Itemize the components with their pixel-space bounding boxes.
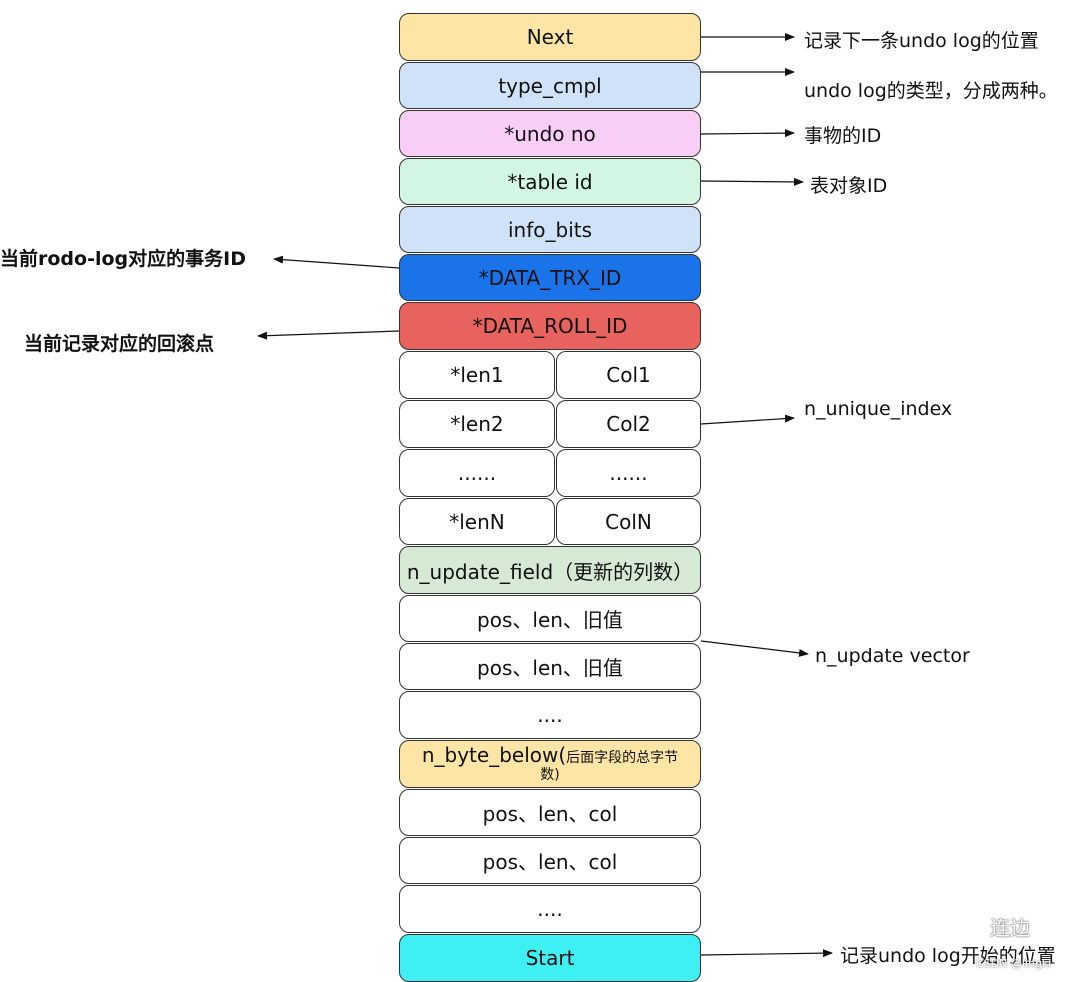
col-entry-box: pos、len、col: [399, 789, 701, 836]
info-bits-label: info_bits: [507, 217, 593, 242]
note-next: 记录下一条undo log的位置: [804, 30, 1039, 52]
start-label: Start: [525, 946, 575, 970]
next-box: Next: [399, 13, 701, 61]
note-type-cmpl: undo log的类型，分成两种。: [804, 80, 1058, 102]
update-entry-box: pos、len、旧值: [399, 595, 701, 642]
update-entry-label: pos、len、旧值: [477, 656, 623, 680]
col-entry-box: pos、len、col: [399, 837, 701, 884]
n-byte-below-small: 后面字段的总字节: [566, 750, 679, 767]
arrow-trx-id: [273, 255, 400, 269]
info-bits-box: info_bits: [399, 206, 701, 253]
data-roll-id-label: *DATA_ROLL_ID: [472, 314, 628, 338]
n-byte-below-line2: 数): [540, 767, 560, 784]
type-cmpl-label: type_cmpl: [498, 73, 602, 98]
len-cell: ......: [399, 449, 555, 497]
len-label: ......: [457, 461, 497, 485]
arrow-table-id: [700, 177, 804, 186]
col-cell: ......: [556, 449, 701, 497]
note-roll-id: 当前记录对应的回滚点: [24, 333, 215, 355]
arrow-update-vector: [700, 640, 809, 657]
watermark-csdn: CSDN @lingkl: [976, 957, 1052, 970]
len-label: *lenN: [449, 509, 505, 534]
arrow-undo-no: [700, 129, 795, 138]
type-cmpl-box: type_cmpl: [399, 62, 701, 109]
arrow-start: [700, 949, 833, 958]
update-entry-box: pos、len、旧值: [399, 643, 701, 690]
col-label: Col1: [606, 363, 651, 387]
len-cell: *len1: [399, 351, 555, 399]
col-cell: ColN: [556, 498, 701, 545]
data-trx-id-box: *DATA_TRX_ID: [399, 254, 701, 301]
wechat-icon: [946, 915, 974, 937]
undo-no-box: *undo no: [399, 110, 701, 157]
n-byte-below-main: n_byte_below(: [421, 743, 567, 768]
update-entry-label: pos、len、旧值: [477, 608, 623, 632]
col-cell: Col2: [556, 400, 701, 448]
n-update-field-box: n_update_field（更新的列数）: [399, 546, 701, 594]
note-trx-id: 当前rodo-log对应的事务ID: [0, 248, 246, 270]
len-label: *len2: [450, 412, 504, 436]
col-label: ColN: [605, 509, 652, 534]
len-label: *len1: [450, 363, 504, 387]
data-roll-id-box: *DATA_ROLL_ID: [399, 302, 701, 350]
start-box: Start: [399, 934, 701, 982]
note-unique-index: n_unique_index: [804, 398, 953, 420]
next-label: Next: [526, 25, 574, 49]
n-byte-below-box: n_byte_below(后面字段的总字节 数): [399, 740, 701, 788]
update-dots-label: ....: [537, 703, 563, 727]
len-cell: *len2: [399, 400, 555, 448]
col-cell: Col1: [556, 351, 701, 399]
watermark-name: 连边: [990, 916, 1030, 940]
n-update-field-label: n_update_field（更新的列数）: [406, 559, 694, 584]
data-trx-id-label: *DATA_TRX_ID: [478, 265, 622, 290]
note-start: 记录undo log开始的位置: [840, 945, 1056, 967]
table-id-label: *table id: [507, 169, 593, 194]
note-table-id: 表对象ID: [810, 175, 888, 197]
note-update-vector: n_update vector: [815, 645, 970, 667]
col-entry-label: pos、len、col: [482, 802, 618, 826]
col-entry-label: pos、len、col: [482, 850, 618, 874]
note-undo-no: 事物的ID: [804, 125, 882, 147]
col-label: ......: [609, 461, 648, 485]
col-dots-label: ....: [537, 897, 563, 921]
table-id-box: *table id: [399, 158, 701, 205]
n-byte-below-line1: n_byte_below(后面字段的总字节: [422, 744, 678, 767]
update-dots-box: ....: [399, 691, 701, 739]
undo-no-label: *undo no: [504, 121, 596, 146]
len-cell: *lenN: [399, 498, 555, 545]
col-dots-box: ....: [399, 885, 701, 933]
arrow-roll-id: [257, 330, 400, 340]
col-label: Col2: [606, 412, 651, 436]
arrow-unique-index: [700, 414, 795, 425]
